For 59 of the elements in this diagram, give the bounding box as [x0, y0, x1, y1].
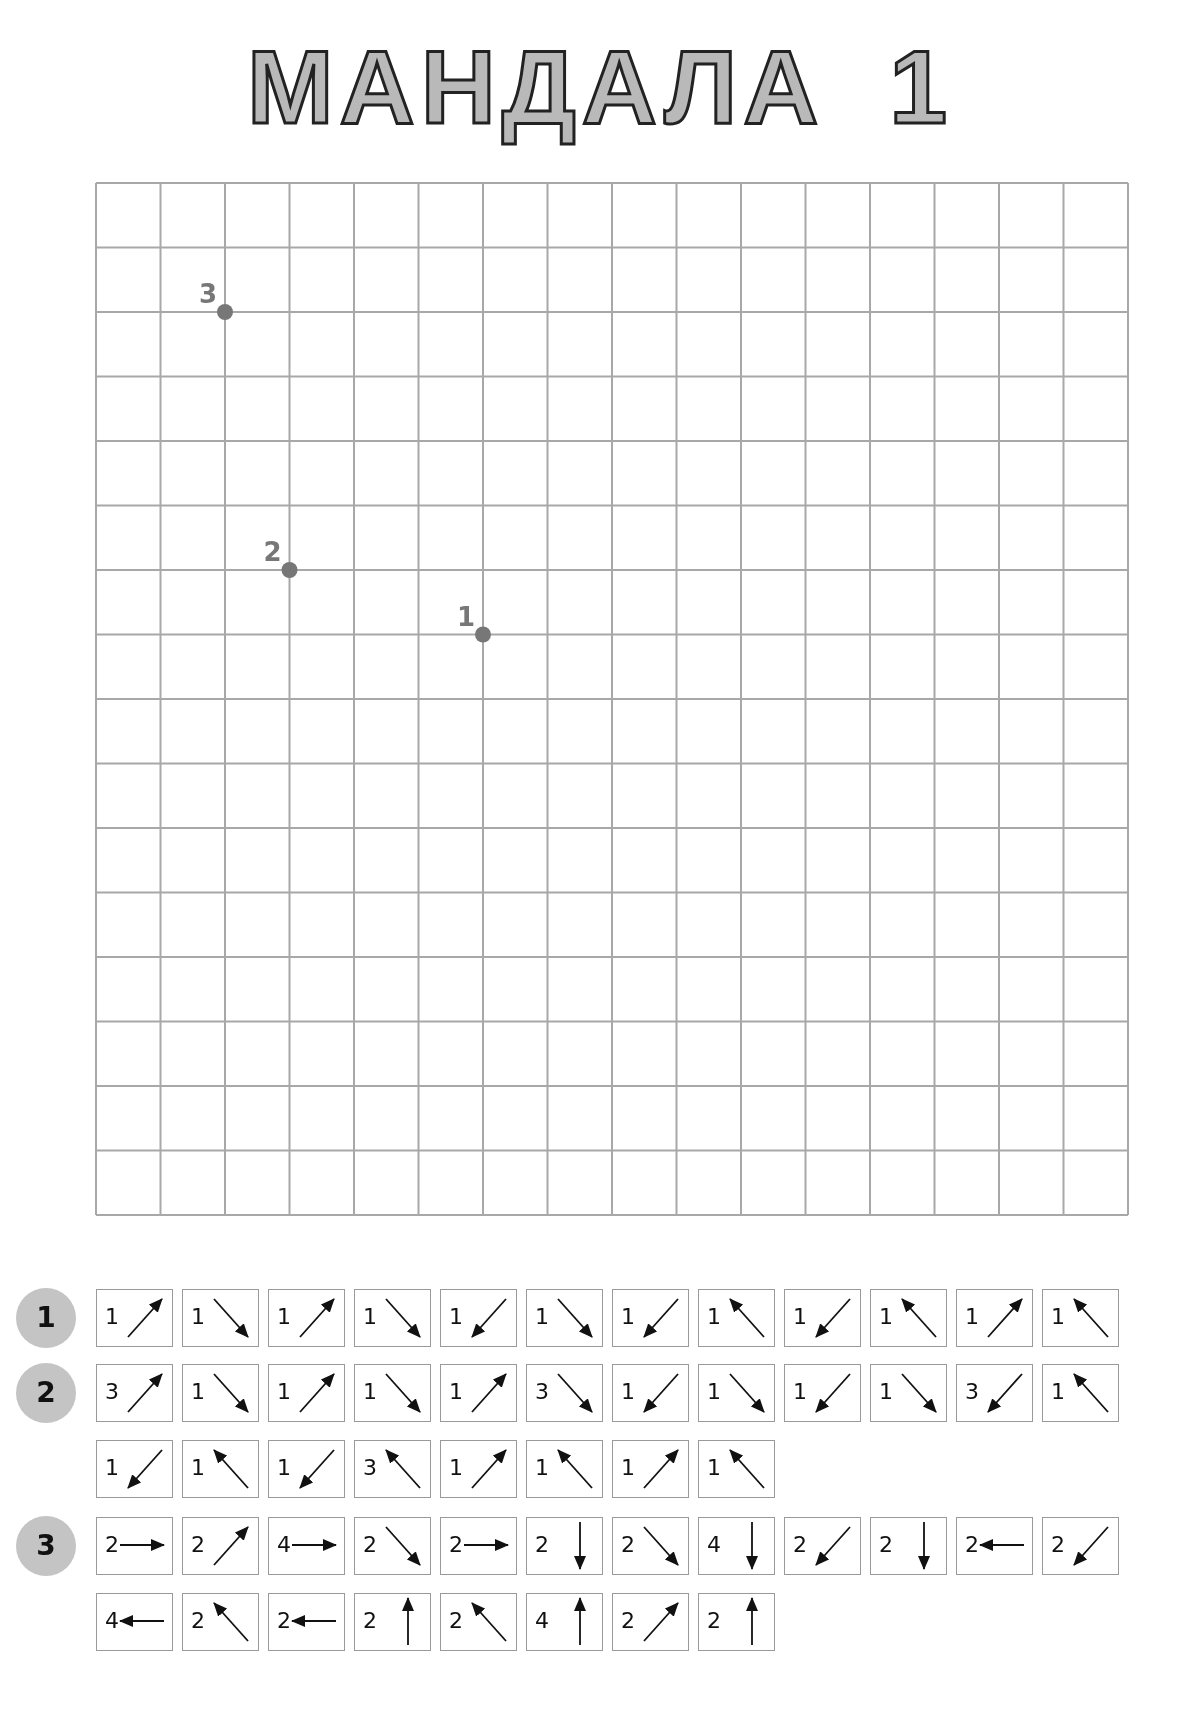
step-count: 1: [879, 1379, 893, 1405]
step-count: 3: [965, 1379, 979, 1405]
step-count: 2: [879, 1532, 893, 1558]
step-count: 1: [793, 1304, 807, 1330]
step-count: 1: [449, 1304, 463, 1330]
step-count: 2: [363, 1608, 377, 1634]
step-number-badge: 3: [16, 1516, 76, 1576]
step-count: 1: [621, 1304, 635, 1330]
step-count: 2: [621, 1608, 635, 1634]
step-count: 1: [621, 1379, 635, 1405]
title: МАНДАЛА 1: [246, 29, 954, 145]
step-count: 2: [621, 1532, 635, 1558]
step-count: 1: [535, 1304, 549, 1330]
step-count: 1: [1051, 1304, 1065, 1330]
point-label: 3: [199, 280, 218, 308]
step-count: 2: [105, 1532, 119, 1558]
step-count: 1: [105, 1455, 119, 1481]
step-count: 1: [879, 1304, 893, 1330]
step-count: 4: [105, 1608, 119, 1634]
step-count: 3: [105, 1379, 119, 1405]
step-count: 4: [535, 1608, 549, 1634]
step-count: 2: [535, 1532, 549, 1558]
step-count: 1: [707, 1455, 721, 1481]
step-count: 1: [277, 1379, 291, 1405]
point-label: 2: [263, 538, 282, 566]
step-count: 1: [621, 1455, 635, 1481]
step-count: 2: [277, 1608, 291, 1634]
step-count: 2: [449, 1608, 463, 1634]
step-count: 1: [449, 1455, 463, 1481]
step-count: 1: [965, 1304, 979, 1330]
step-count: 4: [707, 1532, 721, 1558]
step-count: 2: [965, 1532, 979, 1558]
step-count: 2: [191, 1608, 205, 1634]
step-count: 1: [707, 1379, 721, 1405]
point-label: 1: [457, 602, 476, 631]
step-count: 1: [191, 1304, 205, 1330]
step-count: 2: [793, 1532, 807, 1558]
step-count: 1: [277, 1455, 291, 1481]
step-count: 1: [363, 1304, 377, 1330]
step-count: 1: [793, 1379, 807, 1405]
step-count: 2: [449, 1532, 463, 1558]
step-count: 3: [363, 1455, 377, 1481]
step-count: 2: [363, 1532, 377, 1558]
step-count: 3: [535, 1379, 549, 1405]
step-count: 1: [707, 1304, 721, 1330]
step-count: 1: [363, 1379, 377, 1405]
step-count: 1: [1051, 1379, 1065, 1405]
step-count: 2: [191, 1532, 205, 1558]
step-count: 1: [191, 1379, 205, 1405]
step-count: 1: [191, 1455, 205, 1481]
step-count: 2: [1051, 1532, 1065, 1558]
step-count: 1: [277, 1304, 291, 1330]
step-count: 4: [277, 1532, 291, 1558]
step-count: 2: [707, 1608, 721, 1634]
step-count: 1: [449, 1379, 463, 1405]
step-count: 1: [105, 1304, 119, 1330]
step-count: 1: [535, 1455, 549, 1481]
step-number-badge: 1: [16, 1288, 76, 1348]
step-number-badge: 2: [16, 1363, 76, 1423]
